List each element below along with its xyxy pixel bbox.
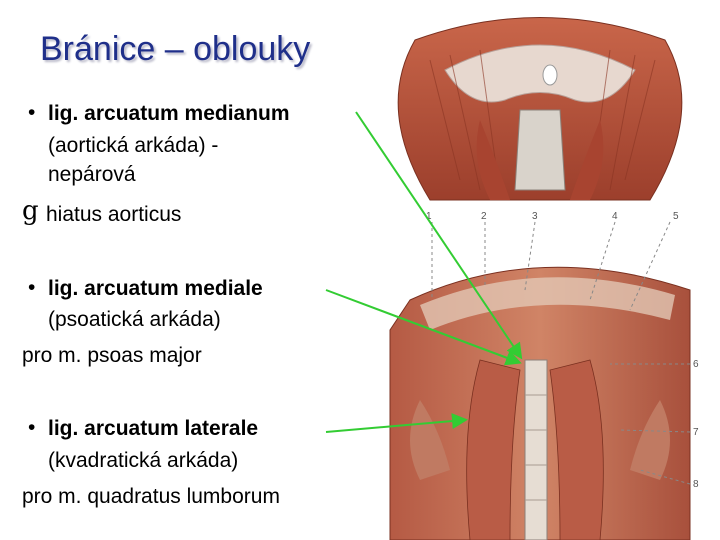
figure-label-5: 5	[673, 211, 679, 222]
figure-label-4: 4	[612, 211, 618, 222]
sub-arrow-symbol: g	[22, 196, 39, 226]
figure-label-8: 8	[693, 479, 699, 490]
item-3-line2: (kvadratická arkáda)	[48, 449, 239, 472]
diaphragm-illustration: 1 2 3 4 5 6 7 8	[389, 17, 699, 540]
slide-title: Bránice – oblouky	[40, 30, 311, 68]
bullet-2: •	[28, 276, 36, 299]
item-1-subtext: hiatus aorticus	[46, 203, 182, 226]
item-2-line2: (psoatická arkáda)	[48, 308, 221, 331]
bullet-1: •	[28, 101, 36, 124]
figure-label-6: 6	[693, 359, 699, 370]
item-1-heading: lig. arcuatum medianum	[48, 102, 290, 125]
item-2-heading: lig. arcuatum mediale	[48, 277, 263, 300]
item-2-line3: pro m. psoas major	[22, 344, 202, 367]
bullet-3: •	[28, 416, 36, 439]
figure-label-2: 2	[481, 211, 487, 222]
figure-label-1: 1	[426, 211, 432, 222]
figure-label-3: 3	[532, 211, 538, 222]
posterior-wall-view	[389, 266, 691, 540]
item-1-line2: (aortická arkáda) -	[48, 134, 219, 157]
item-3-heading: lig. arcuatum laterale	[48, 417, 259, 440]
item-1-line3: nepárová	[48, 163, 136, 186]
figure-label-7: 7	[693, 427, 699, 438]
item-3-line3: pro m. quadratus lumborum	[22, 485, 280, 508]
diaphragm-top-view	[397, 17, 683, 201]
